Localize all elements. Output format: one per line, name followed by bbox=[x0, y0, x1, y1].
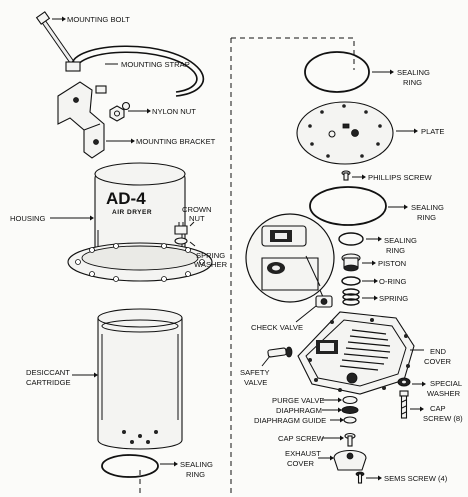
special-washer bbox=[397, 377, 411, 387]
mounting-strap bbox=[65, 45, 205, 97]
top-assembly-axis bbox=[231, 37, 355, 70]
nylon-nut bbox=[109, 101, 131, 122]
check-valve-detail bbox=[245, 213, 335, 303]
label-exhaust-cover-line1: EXHAUST bbox=[285, 449, 321, 458]
label-end-cover-line2: COVER bbox=[424, 357, 452, 366]
phillips-screw bbox=[341, 170, 351, 181]
label-special-washer-line1: SPECIAL bbox=[430, 379, 462, 388]
label-phillips-screw: PHILLIPS SCREW bbox=[368, 173, 433, 182]
label-sealing-ring-top-line1: SEALING bbox=[397, 68, 430, 77]
label-spring-washer-line1: SPRING bbox=[196, 251, 225, 260]
label-desiccant-line2: CARTRIDGE bbox=[26, 378, 71, 387]
label-cap-screw: CAP SCREW bbox=[278, 434, 325, 443]
safety-valve bbox=[267, 346, 293, 358]
sems-screw bbox=[355, 471, 365, 484]
diaphragm bbox=[341, 406, 359, 414]
label-sems-screw: SEMS SCREW (4) bbox=[384, 474, 448, 483]
label-desiccant-line1: DESICCANT bbox=[26, 368, 70, 377]
mounting-bracket bbox=[57, 81, 105, 159]
housing bbox=[67, 162, 213, 282]
label-safety-valve-line2: VALVE bbox=[244, 378, 267, 387]
label-diaphragm-guide: DIAPHRAGM GUIDE bbox=[254, 416, 326, 425]
purge-valve bbox=[342, 395, 358, 405]
spring bbox=[342, 288, 360, 306]
sealing-ring-top bbox=[304, 51, 370, 93]
label-sealing-ring-mid-line2: RING bbox=[417, 213, 436, 222]
label-exhaust-cover-line2: COVER bbox=[287, 459, 315, 468]
label-cap-screw-8-line2: SCREW (8) bbox=[423, 414, 463, 423]
housing-brand: AD-4 bbox=[106, 189, 146, 208]
label-mounting-bolt: MOUNTING BOLT bbox=[67, 15, 130, 24]
end-cover bbox=[297, 311, 415, 395]
sealing-ring-mid bbox=[309, 186, 387, 226]
label-safety-valve-line1: SAFETY bbox=[240, 368, 270, 377]
piston bbox=[341, 253, 361, 272]
label-sealing-ring-top-line2: RING bbox=[403, 78, 422, 87]
label-check-valve: CHECK VALVE bbox=[251, 323, 303, 332]
cap-screw-8 bbox=[399, 390, 409, 419]
label-spring-washer-line2: WASHER bbox=[194, 260, 228, 269]
label-purge-valve: PURGE VALVE bbox=[272, 396, 324, 405]
label-nylon-nut: NYLON NUT bbox=[152, 107, 196, 116]
check-valve bbox=[315, 295, 333, 308]
label-sealing-ring-small-line1: SEALING bbox=[384, 236, 417, 245]
sealing-ring-small bbox=[338, 232, 364, 246]
label-housing: HOUSING bbox=[10, 214, 46, 223]
label-sealing-ring-mid-line1: SEALING bbox=[411, 203, 444, 212]
label-mounting-bracket: MOUNTING BRACKET bbox=[136, 137, 216, 146]
label-piston: PISTON bbox=[378, 259, 406, 268]
crown-nut bbox=[174, 222, 188, 235]
label-crown-nut-line1: CROWN bbox=[182, 205, 212, 214]
label-sealing-ring-small-line2: RING bbox=[386, 246, 405, 255]
label-mounting-strap: MOUNTING STRAP bbox=[121, 60, 190, 69]
mounting-bolt bbox=[35, 11, 79, 70]
plate bbox=[296, 101, 394, 165]
label-sealing-ring-bottom-line1: SEALING bbox=[180, 460, 213, 469]
o-ring bbox=[341, 276, 361, 286]
housing-subtitle: AIR DRYER bbox=[112, 209, 152, 216]
label-plate: PLATE bbox=[421, 127, 445, 136]
cap-screw bbox=[344, 432, 356, 447]
diaphragm-guide bbox=[343, 416, 357, 424]
label-special-washer-line2: WASHER bbox=[427, 389, 461, 398]
desiccant-cartridge bbox=[97, 308, 183, 450]
sealing-ring-bottom bbox=[101, 454, 159, 478]
label-spring: SPRING bbox=[379, 294, 408, 303]
label-crown-nut-line2: NUT bbox=[189, 214, 205, 223]
label-o-ring: O-RING bbox=[379, 277, 407, 286]
label-sealing-ring-bottom-line2: RING bbox=[186, 470, 205, 479]
label-cap-screw-8-line1: CAP bbox=[430, 404, 446, 413]
exhaust-cover bbox=[333, 449, 367, 471]
label-diaphragm: DIAPHRAGM bbox=[276, 406, 322, 415]
spring-washer bbox=[174, 237, 188, 245]
label-end-cover-line1: END bbox=[430, 347, 447, 356]
